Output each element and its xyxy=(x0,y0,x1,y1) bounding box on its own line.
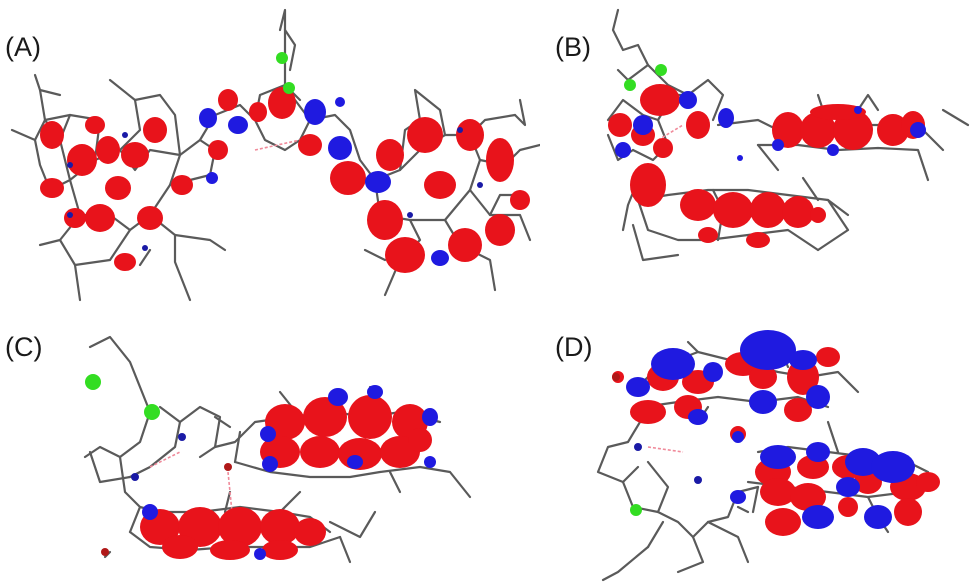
molecular-orbital-b xyxy=(606,8,970,262)
hydrogen-bond-a xyxy=(254,139,301,151)
chlorine-atoms-a xyxy=(276,52,295,94)
molecular-orbital-d xyxy=(596,330,940,582)
panel-label-c: (C) xyxy=(5,332,43,362)
nitrogen-atoms-d xyxy=(634,443,702,484)
orbital-lobes-b xyxy=(608,84,926,248)
molecular-orbital-c xyxy=(83,335,472,564)
oxygen-atoms-d xyxy=(612,373,620,381)
nitrogen-atoms-a xyxy=(67,127,483,251)
nitrogen-atoms-c xyxy=(131,433,186,481)
panel-label-b: (B) xyxy=(555,32,591,62)
hydrogen-bond-c-1 xyxy=(149,451,181,468)
oxygen-atoms-c xyxy=(101,463,232,556)
chlorine-atoms-d xyxy=(630,504,642,516)
orbital-lobes-c xyxy=(140,385,438,560)
orbital-lobes-d xyxy=(612,330,940,536)
panel-c: (C) xyxy=(0,322,540,587)
molecular-orbital-a xyxy=(10,8,540,302)
panel-label-a: (A) xyxy=(5,32,41,62)
panel-d: (D) xyxy=(548,322,979,587)
orbital-lobes-a xyxy=(40,87,530,273)
panel-label-d: (D) xyxy=(555,332,593,362)
panel-a: (A) xyxy=(0,0,540,320)
hydrogen-bond-d xyxy=(647,446,684,453)
panel-b: (B) xyxy=(548,0,979,320)
chlorine-atoms-b xyxy=(624,64,667,91)
chlorine-atoms-c xyxy=(85,374,160,420)
hydrogen-bond-c-2 xyxy=(227,471,233,513)
